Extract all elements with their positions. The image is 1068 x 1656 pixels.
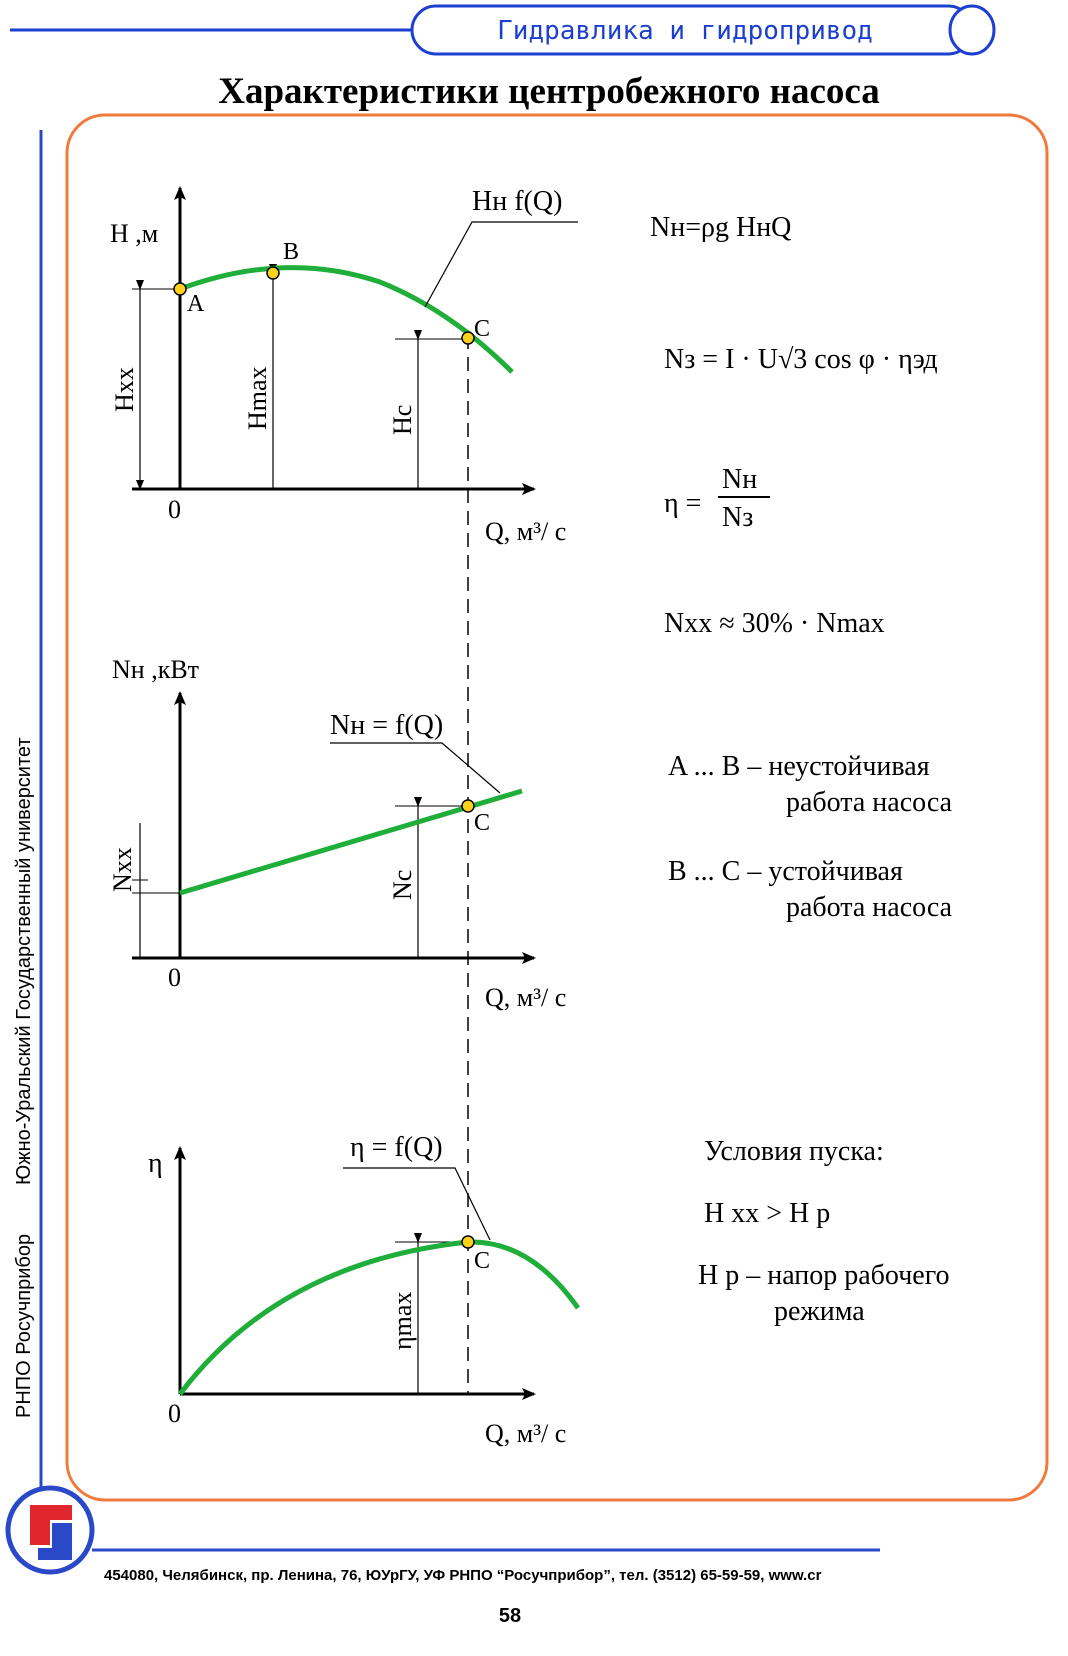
graph2-axis-y-label: Nн ,кВт: [112, 655, 199, 684]
point-c-efficiency: [461, 1235, 475, 1249]
graph1-axis-x-label: Q, м³/ с: [485, 517, 566, 546]
graph1-dim-hxx-label: Hxx: [110, 367, 139, 412]
graph-power-curve: Nн ,кВт 0 Q, м³/ с Nн = f(Q) C Nxx Nc: [108, 655, 566, 1012]
graph2-dim-nxx-label: Nxx: [108, 847, 137, 892]
power-curve-leader: [330, 742, 501, 794]
side-strip: РНПО Росучприбор Южно-Уральский Государс…: [13, 130, 43, 1510]
start-definition-line2: режима: [774, 1296, 865, 1327]
graph3-curve-label: η = f(Q): [350, 1132, 443, 1163]
page-number: 58: [499, 1605, 521, 1627]
graph1-axis-y-label: H ,м: [110, 219, 158, 248]
efficiency-curve-leader: [343, 1167, 491, 1241]
formula-idle-power: Nxx ≈ 30% · Nmax: [664, 608, 885, 639]
note-unstable-line2: работа насоса: [786, 787, 953, 818]
note-stable-line2: работа насоса: [786, 892, 953, 923]
start-definition-line1: H p – напор рабочего: [698, 1260, 950, 1291]
graph1-dim-hc-label: Hc: [388, 405, 417, 435]
content-frame: [65, 113, 1049, 1502]
formula-efficiency-denominator: Nз: [722, 502, 753, 533]
footer-logo: [5, 1485, 95, 1575]
point-c-power: [461, 799, 475, 813]
start-condition: H xx > H p: [704, 1198, 830, 1229]
side-label-org: РНПО Росучприбор: [13, 1234, 35, 1418]
efficiency-curve: [178, 1239, 581, 1396]
graph1-origin-label: 0: [168, 495, 181, 524]
point-c: [461, 331, 475, 345]
graph3-point-c-label: C: [474, 1248, 490, 1274]
start-conditions: Условия пуска: H xx > H p H p – напор ра…: [698, 1136, 950, 1327]
graph2-point-c-label: C: [474, 810, 490, 836]
graph1-curve-label: Hн f(Q): [472, 186, 562, 217]
formula-efficiency-lhs: η =: [664, 488, 701, 519]
note-stable-line1: B ... C – устойчивая: [668, 856, 903, 887]
graph3-origin-label: 0: [168, 1399, 181, 1428]
start-title: Условия пуска:: [704, 1136, 884, 1167]
side-label-university: Южно-Уральский Государственный университ…: [13, 737, 35, 1185]
graph1-point-a-label: A: [187, 291, 205, 317]
graph1-point-c-label: C: [474, 316, 490, 342]
graph3-axis-y-label: η: [148, 1148, 163, 1179]
graph3-axis-x-label: Q, м³/ с: [485, 1419, 566, 1448]
page-title: Характеристики центробежного насоса: [218, 71, 880, 112]
graph2-curve-label: Nн = f(Q): [330, 710, 443, 741]
formula-hydraulic-power: Nн=ρg HнQ: [650, 212, 791, 243]
footer-address: 454080, Челябинск, пр. Ленина, 76, ЮУрГУ…: [104, 1567, 822, 1584]
formulas: Nн=ρg HнQ Nз = I · U√3 cos φ · ηэд η = N…: [650, 212, 938, 639]
series-title: Гидравлика и гидропривод: [497, 16, 873, 46]
note-unstable-line1: A ... B – неустойчивая: [668, 751, 930, 782]
stability-notes: A ... B – неустойчивая работа насоса B .…: [668, 751, 953, 923]
graph2-origin-label: 0: [168, 963, 181, 992]
graph2-axis-x-label: Q, м³/ с: [485, 983, 566, 1012]
graph3-dim-etamax-label: ηmax: [388, 1292, 417, 1350]
header-bar: Гидравлика и гидропривод: [10, 4, 996, 56]
graph-head-curve: H ,м 0 Q, м³/ с Hн f(Q) A B C Hxx Hmax H…: [110, 186, 578, 546]
head-curve-leader: [424, 221, 578, 308]
graph1-point-b-label: B: [283, 239, 299, 265]
graph-efficiency-curve: η 0 Q, м³/ с η = f(Q) C ηmax: [148, 1132, 581, 1448]
formula-efficiency-numerator: Nн: [722, 464, 757, 495]
graph2-dim-nc-label: Nc: [388, 870, 417, 900]
point-a: [173, 282, 187, 296]
formula-electric-power: Nз = I · U√3 cos φ · ηэд: [664, 344, 938, 375]
head-curve: [179, 265, 514, 374]
point-b: [266, 266, 280, 280]
graph1-dim-hmax-label: Hmax: [243, 366, 272, 430]
